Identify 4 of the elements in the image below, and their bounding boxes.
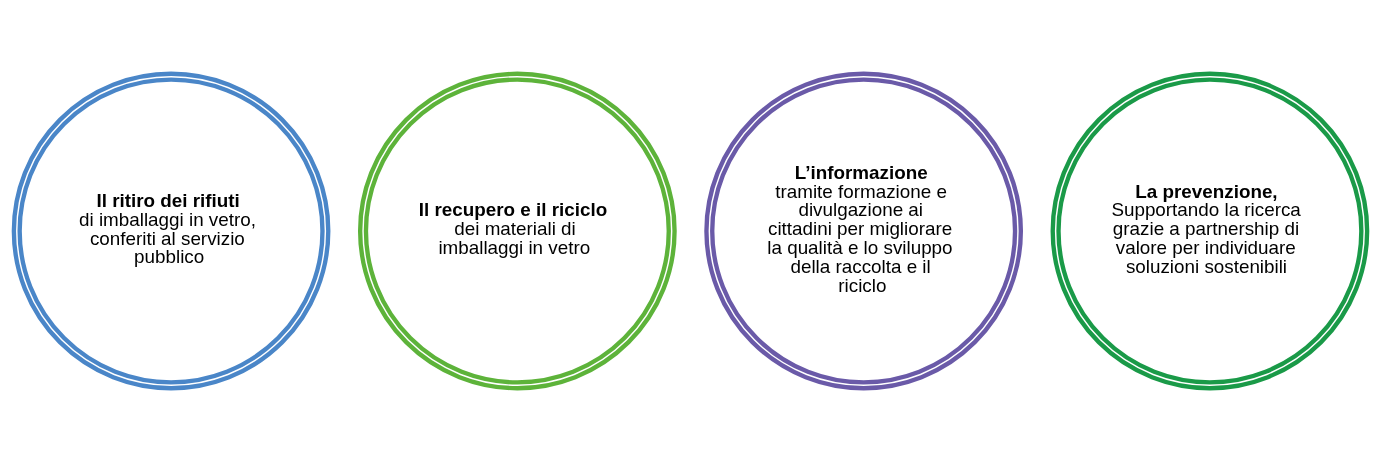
node-circle: L’informazione tramite formazione e divulgazione ai cittadini per migliorare la qualità e lo sviluppo della raccolta e il riciclo — [704, 71, 1024, 391]
node-circle: La prevenzione, Supportando la ricerca grazie a partnership di valore per individuare soluzioni sostenibili — [1050, 71, 1370, 391]
node-circle: Il recupero e il riciclo dei materiali di imballaggi in vetro — [357, 71, 677, 391]
node-circle: Il ritiro dei rifiuti di imballaggi in vetro, conferiti al servizio pubblico — [11, 71, 331, 391]
